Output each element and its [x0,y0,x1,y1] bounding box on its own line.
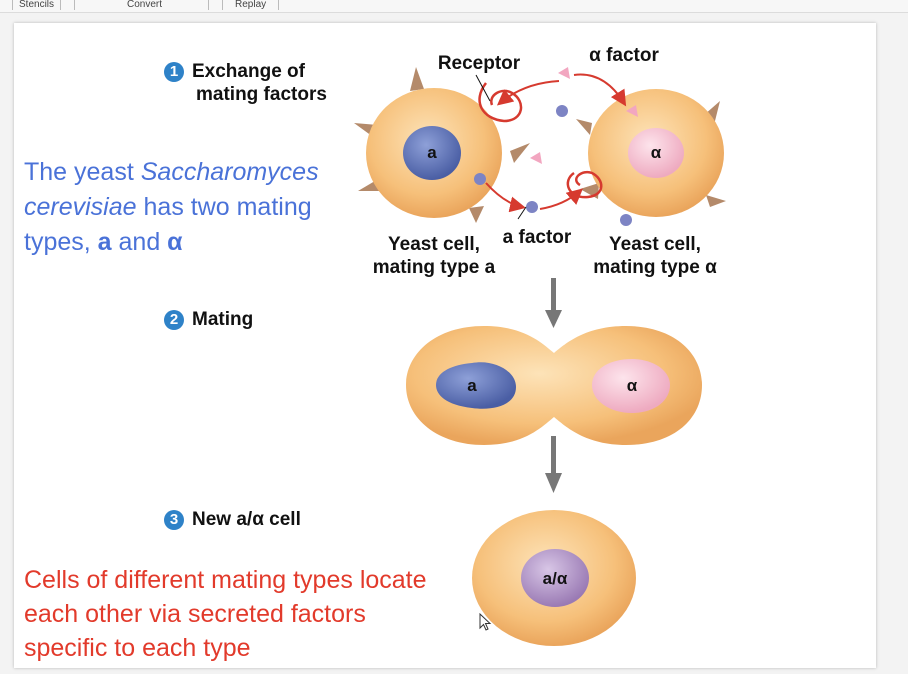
mating-type-alpha: α [167,228,183,256]
toolbar-item-replay[interactable]: Replay [222,0,280,10]
alpha-factor-arrow [496,80,560,106]
species-name: Saccharomyces cerevisiae [24,158,319,221]
cell-a-caption-line2: mating type a [372,257,496,278]
diploid-nucleus [521,549,589,607]
nucleus-a-label: a [427,143,437,162]
alpha-factor-molecule [558,67,570,79]
step-1-line1: Exchange of [192,61,305,82]
alpha-factor-molecule [530,152,542,164]
mating-cells [406,326,702,445]
mating-nucleus-a [436,362,516,409]
a-factor-label: a factor [502,227,572,248]
step-2-label: Mating [192,309,254,330]
a-factor-molecule [474,173,486,185]
mating-nucleus-a-label: a [467,376,477,395]
nucleus-alpha [628,128,684,178]
step-number-badge: 1 [164,61,184,82]
cell-alpha-caption-line2: mating type α [593,257,717,278]
cell-alpha-caption: Yeast cell, mating type α [580,233,730,279]
nucleus-alpha-label: α [650,143,662,162]
a-factor-arrow [539,188,584,210]
receptor-pointer [475,74,491,102]
cell-a-caption: Yeast cell, mating type a [359,233,509,279]
a-factor-molecule [620,214,632,226]
slide-canvas: a α a α a/α Receptor α factor a factor Y… [14,23,876,668]
cell-a-caption-line1: Yeast cell, [388,234,480,255]
blue-note-and: and [111,228,168,256]
blue-note: The yeast Saccharomyces cerevisiae has t… [24,155,384,260]
alpha-factor-arrow [573,73,627,107]
mating-nucleus-alpha-label: α [626,376,638,395]
a-factor-molecule [556,105,568,117]
blue-note-middle: has two mating types, [24,193,312,256]
receptor-label: Receptor [437,53,521,74]
top-toolbar: Stencils Convert Replay [0,0,908,13]
cell-alpha-caption-line1: Yeast cell, [609,234,701,255]
diploid-nucleus-label: a/α [542,569,568,588]
alpha-factor-molecule [626,105,638,117]
receptor-annotation-circle [478,82,523,123]
red-note: Cells of different mating types locate e… [24,566,427,662]
step-1-heading: 1 Exchange of mating factors [164,60,327,106]
step-3-label: New a/α cell [192,509,301,530]
mating-type-a: a [97,228,112,256]
nucleus-a [403,126,461,180]
step-1-line2: mating factors [196,84,327,105]
down-arrow [545,278,562,328]
a-factor-molecule [526,201,538,213]
receptor-annotation-circle [566,170,603,199]
a-factor-arrow [485,182,526,213]
mating-diagram [354,67,726,646]
alpha-factor-label: α factor [589,45,659,66]
a-factor-pointer [517,206,527,220]
blue-note-prefix: The yeast [24,158,141,186]
toolbar-item-convert[interactable]: Convert [74,0,210,10]
step-2-heading: 2 Mating [164,308,253,331]
down-arrow [545,436,562,493]
step-number-badge: 2 [164,309,184,330]
mating-nucleus-alpha [592,359,670,413]
step-3-heading: 3 New a/α cell [164,508,301,531]
toolbar-item-stencils[interactable]: Stencils [12,0,62,10]
mouse-cursor-icon [479,613,492,631]
step-number-badge: 3 [164,509,184,530]
